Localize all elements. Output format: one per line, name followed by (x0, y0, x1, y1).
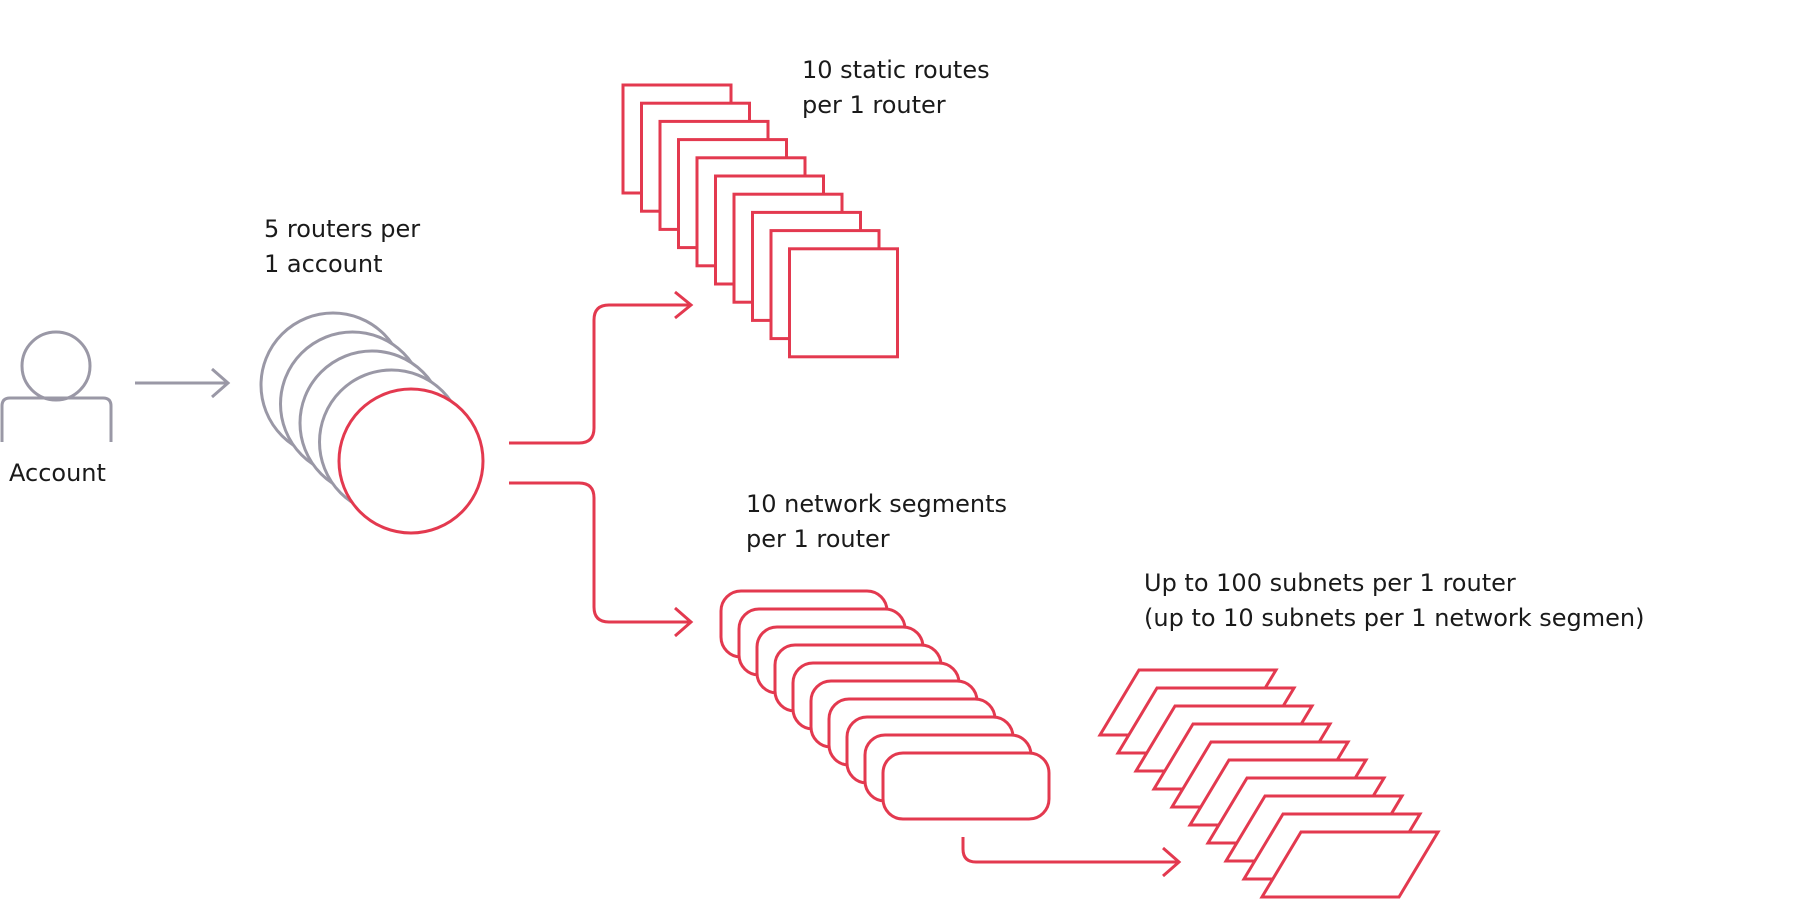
static-routes-label-line1: 10 static routes (802, 56, 990, 84)
network-segments-stack (719, 589, 1051, 821)
network-segments-label: 10 network segments per 1 router (746, 487, 1007, 557)
static-route-square-icon (788, 247, 899, 359)
arrow-routers-to-static-routes (509, 290, 694, 445)
account-label: Account (9, 456, 106, 491)
static-routes-label-line2: per 1 router (802, 91, 946, 119)
subnets-label: Up to 100 subnets per 1 router (up to 10… (1144, 566, 1645, 636)
user-icon (0, 330, 113, 442)
router-circle-icon (337, 387, 485, 535)
subnet-parallelogram-icon (1259, 830, 1441, 899)
routers-stack (259, 311, 485, 535)
subnets-label-line1: Up to 100 subnets per 1 router (1144, 569, 1516, 597)
account-label-text: Account (9, 459, 106, 487)
routers-label-line2: 1 account (264, 250, 383, 278)
arrow-segments-to-subnets (961, 837, 1182, 878)
arrow-routers-to-network-segments (509, 481, 694, 638)
network-segments-label-line2: per 1 router (746, 525, 890, 553)
subnets-stack (1097, 668, 1441, 899)
routers-label: 5 routers per 1 account (264, 212, 420, 282)
routers-label-line1: 5 routers per (264, 215, 421, 243)
static-routes-stack (621, 83, 899, 359)
arrow-account-to-routers (135, 367, 231, 399)
network-segments-label-line1: 10 network segments (746, 490, 1008, 518)
static-routes-label: 10 static routes per 1 router (802, 53, 990, 123)
subnets-label-line2: (up to 10 subnets per 1 network segmen) (1144, 604, 1645, 632)
network-segment-rect-icon (881, 751, 1051, 821)
